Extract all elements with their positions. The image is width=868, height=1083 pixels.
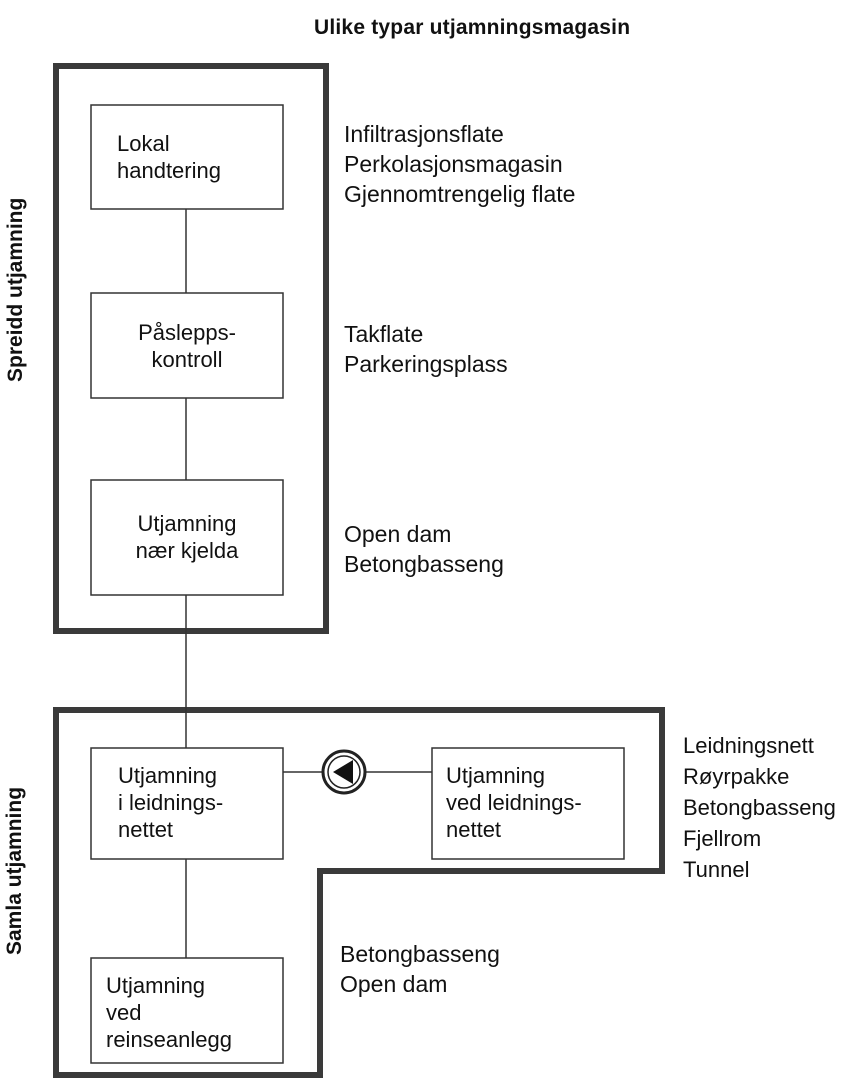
group-label-spreidd: Spreidd utjamning: [4, 197, 27, 382]
example-item: Røyrpakke: [683, 764, 790, 789]
example-item: Betongbasseng: [344, 551, 504, 577]
box-naer-line1: Utjamning: [137, 511, 237, 536]
box-lokal-line2: handtering: [117, 158, 221, 183]
box-paslepp-line1: Påslepps-: [138, 320, 236, 345]
box-label-lokal: Lokal handtering: [117, 130, 221, 184]
example-item: Takflate: [344, 321, 424, 347]
example-item: Parkeringsplass: [344, 351, 508, 377]
example-item: Betongbasseng: [683, 795, 836, 820]
spreidd-frame: [53, 63, 329, 634]
box-reinse-line3: reinseanlegg: [106, 1027, 232, 1052]
box-vedleid-line2: ved leidnings-: [446, 790, 582, 815]
box-utjamning-i-leidningsnettet: [90, 747, 284, 860]
box-lokal-handtering: [90, 104, 284, 210]
example-item: Fjellrom: [683, 826, 762, 851]
box-paslepp-line2: kontroll: [151, 347, 223, 372]
box-utjamning-ved-leidningsnettet: [431, 747, 625, 860]
box-lokal-line1: Lokal: [117, 131, 170, 156]
box-utjamning-ved-reinseanlegg: [90, 957, 284, 1064]
box-label-paslepp: Påslepps- kontroll: [91, 319, 283, 373]
example-item: Leidningsnett: [683, 733, 814, 758]
box-label-naer-kjelda: Utjamning nær kjelda: [91, 510, 283, 564]
example-item: Tunnel: [683, 857, 750, 882]
box-naer-line2: nær kjelda: [135, 538, 239, 563]
example-item: Infiltrasjonsflate: [344, 121, 504, 147]
samla-frame: [53, 707, 665, 1078]
examples-lokal: Infiltrasjonsflate Perkolasjonsmagasin G…: [344, 119, 575, 209]
box-label-reinseanlegg: Utjamning ved reinseanlegg: [106, 972, 232, 1053]
box-ileid-line3: nettet: [118, 817, 174, 842]
examples-ved-leidningsnettet: Leidningsnett Røyrpakke Betongbasseng Fj…: [683, 730, 836, 885]
box-utjamning-naer-kjelda: [90, 479, 284, 596]
box-label-ved-leidningsnettet: Utjamning ved leidnings- nettet: [446, 762, 582, 843]
box-ileid-line2: i leidnings-: [118, 790, 224, 815]
example-item: Open dam: [344, 521, 452, 547]
examples-naer-kjelda: Open dam Betongbasseng: [344, 519, 504, 579]
box-vedleid-line1: Utjamning: [446, 763, 546, 788]
box-reinse-line2: ved: [106, 1000, 142, 1025]
box-label-i-leidningsnettet: Utjamning i leidnings- nettet: [118, 762, 223, 843]
examples-paslepp: Takflate Parkeringsplass: [344, 319, 508, 379]
example-item: Perkolasjonsmagasin: [344, 151, 563, 177]
box-vedleid-line3: nettet: [446, 817, 502, 842]
examples-reinseanlegg: Betongbasseng Open dam: [340, 939, 500, 999]
example-item: Gjennomtrengelig flate: [344, 181, 576, 207]
pump-icon: [321, 749, 367, 795]
box-ileid-line1: Utjamning: [118, 763, 218, 788]
box-reinse-line1: Utjamning: [106, 973, 206, 998]
example-item: Open dam: [340, 971, 448, 997]
box-paslepps-kontroll: [90, 292, 284, 399]
example-item: Betongbasseng: [340, 941, 500, 967]
group-label-samla: Samla utjamning: [3, 786, 26, 955]
diagram-title: Ulike typar utjamningsmagasin: [314, 16, 631, 39]
